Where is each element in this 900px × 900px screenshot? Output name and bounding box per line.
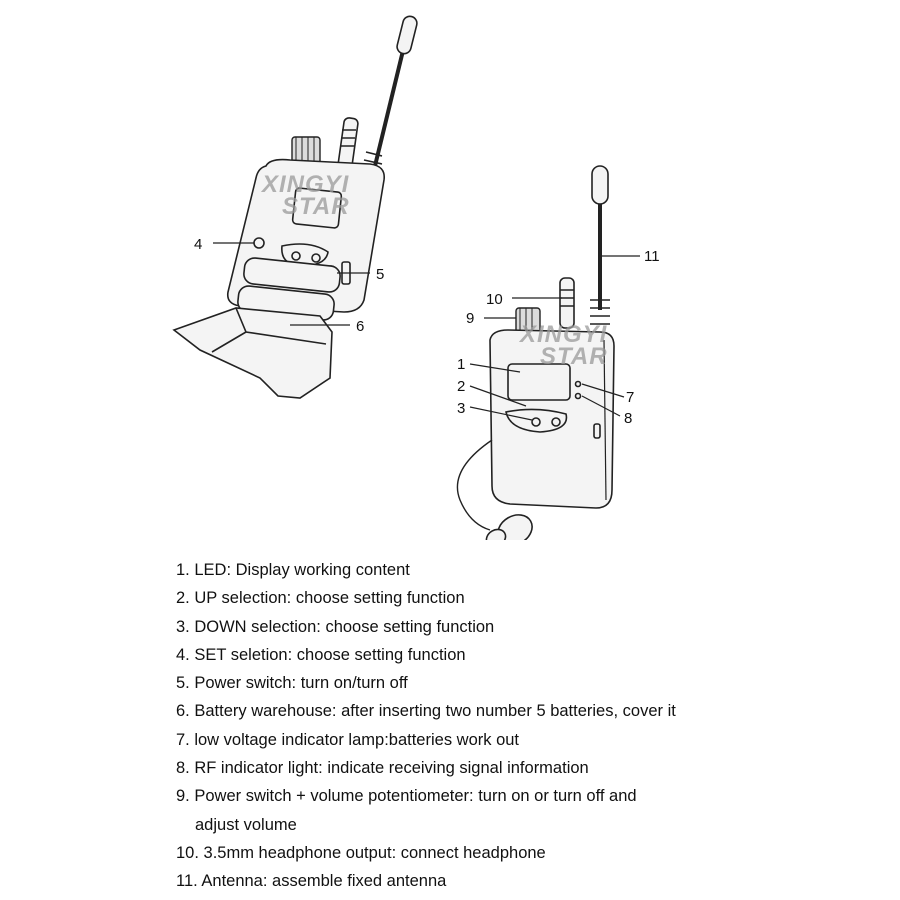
legend-label: 10. 3.5mm headphone output:: [176, 843, 397, 862]
callout-6: 6: [356, 318, 364, 335]
legend-item-volume: 9. Power switch + volume potentiometer: …: [176, 782, 876, 839]
legend-desc-continued: adjust volume: [195, 815, 297, 834]
watermark-left: XINGYI STAR: [260, 171, 350, 220]
callout-7: 7: [626, 389, 634, 406]
callout-5: 5: [376, 266, 384, 283]
callout-2: 2: [457, 378, 465, 395]
watermark-right: XINGYI STAR: [518, 321, 608, 370]
watermark-line1: XINGYI: [518, 321, 608, 348]
legend-label: 7. low voltage indicator lamp:: [176, 730, 389, 749]
legend-label: 4. SET seletion:: [176, 645, 293, 664]
legend-item-headphone: 10. 3.5mm headphone output: connect head…: [176, 839, 876, 867]
legend-item-antenna: 11. Antenna: assemble fixed antenna: [176, 867, 876, 895]
legend-desc: choose setting function: [292, 645, 466, 664]
legend-label: 11. Antenna:: [176, 872, 268, 891]
legend-label: 1. LED:: [176, 561, 232, 579]
callout-1: 1: [457, 356, 465, 373]
right-receiver-front: [456, 165, 615, 540]
watermark-line1: XINGYI: [260, 171, 350, 198]
legend-label: 9. Power switch + volume potentiometer:: [176, 787, 474, 806]
callout-10: 10: [486, 291, 503, 308]
legend-desc: assemble fixed antenna: [267, 872, 447, 891]
legend-label: 3. DOWN selection:: [176, 617, 321, 636]
legend-item-up: 2. UP selection: choose setting function: [176, 584, 876, 612]
legend-item-power-switch: 5. Power switch: turn on/turn off: [176, 669, 876, 697]
legend-item-set: 4. SET seletion: choose setting function: [176, 641, 876, 669]
earphone: [485, 514, 533, 540]
legend-label: 6. Battery warehouse:: [176, 702, 337, 721]
legend-label: 8. RF indicator light:: [176, 759, 323, 778]
callout-11: 11: [644, 248, 660, 265]
callout-9: 9: [466, 310, 474, 327]
callout-leaders: [213, 242, 640, 421]
callout-4: 4: [194, 236, 202, 253]
watermark-line2: STAR: [540, 343, 608, 370]
legend-list: 1. LED: Display working content 2. UP se…: [176, 556, 876, 896]
callout-3: 3: [457, 400, 465, 417]
legend-item-down: 3. DOWN selection: choose setting functi…: [176, 613, 876, 641]
antenna-spring: [359, 151, 383, 181]
legend-desc: turn on or turn off and: [473, 787, 637, 806]
legend-desc: choose setting function: [320, 617, 495, 636]
legend-desc: Display working content: [231, 561, 410, 579]
legend-desc: choose setting function: [291, 589, 465, 608]
legend-desc: after inserting two number 5 batteries, …: [336, 702, 676, 721]
legend-desc: batteries work out: [388, 730, 520, 749]
callout-labels: 4 5 6 1 2 3 7 8 9 10 11: [194, 236, 660, 427]
legend-item-rf: 8. RF indicator light: indicate receivin…: [176, 754, 876, 782]
legend-item-low-voltage: 7. low voltage indicator lamp:batteries …: [176, 726, 876, 754]
legend-desc: connect headphone: [396, 843, 546, 862]
legend-item-battery: 6. Battery warehouse: after inserting tw…: [176, 697, 876, 725]
left-receiver-open: [172, 15, 418, 399]
legend-label: 2. UP selection:: [176, 589, 292, 608]
callout-8: 8: [624, 410, 632, 427]
watermark-line2: STAR: [282, 193, 350, 220]
legend-label: 5. Power switch:: [176, 674, 297, 693]
legend-item-led: 1. LED: Display working content: [176, 556, 876, 584]
legend-desc: indicate receiving signal information: [322, 759, 589, 778]
legend-desc: turn on/turn off: [296, 674, 408, 693]
device-diagram: XINGYI STAR XINGYI STAR 4 5 6 1 2 3 7 8 …: [172, 15, 660, 540]
